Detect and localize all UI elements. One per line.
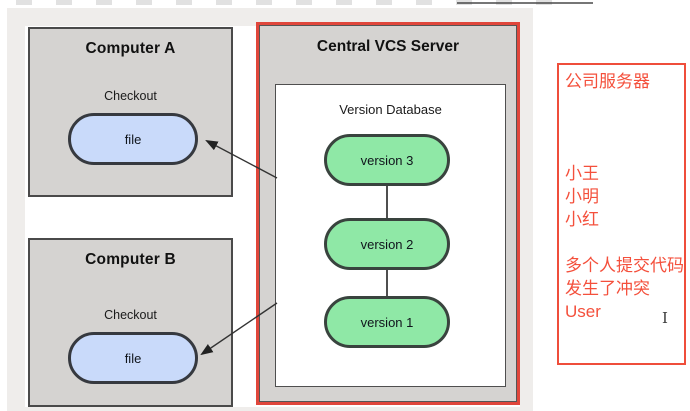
note-line — [565, 139, 684, 162]
version-1-node: version 1 — [324, 296, 450, 348]
computer-a-box: Computer A Checkout file — [28, 27, 233, 197]
version-2-node: version 2 — [324, 218, 450, 270]
central-vcs-server-box: Central VCS Server Version Database vers… — [256, 22, 520, 405]
connector-v2-v1 — [386, 270, 388, 296]
note-line: 小王 — [565, 164, 599, 183]
computer-a-title: Computer A — [85, 40, 176, 57]
connector-v3-v2 — [386, 186, 388, 218]
version-database-title: Version Database — [339, 102, 442, 117]
note-line — [565, 231, 684, 254]
central-vcs-server-title: Central VCS Server — [316, 38, 460, 55]
note-line: 小明 — [565, 187, 599, 206]
annotation-note-box[interactable]: 公司服务器 小王 小明 小红 多个人提交代码 发生了冲突 User I — [557, 63, 686, 365]
version-database-box: Version Database version 3 version 2 ver… — [275, 84, 506, 387]
note-line: 小红 — [565, 210, 599, 229]
clipped-underline-remnant — [457, 2, 593, 4]
computer-a-checkout-label: Checkout — [104, 89, 157, 103]
computer-b-file-node: file — [68, 332, 198, 384]
computer-b-file-label: file — [124, 350, 142, 366]
version-2-label: version 2 — [360, 236, 414, 252]
version-3-node: version 3 — [324, 134, 450, 186]
note-line: 公司服务器 — [565, 72, 650, 91]
note-line: 多个人提交代码 — [565, 256, 684, 275]
note-line: User — [565, 302, 601, 321]
note-line — [565, 93, 684, 116]
computer-b-title: Computer B — [85, 251, 176, 268]
computer-b-box: Computer B Checkout file — [28, 238, 233, 407]
computer-b-checkout-label: Checkout — [104, 308, 157, 322]
computer-a-file-node: file — [68, 113, 198, 165]
version-3-label: version 3 — [360, 152, 414, 168]
note-line: 发生了冲突 — [565, 279, 650, 298]
clipped-text-remnant — [16, 0, 576, 5]
computer-a-file-label: file — [124, 131, 142, 147]
version-1-label: version 1 — [360, 314, 414, 330]
note-line — [565, 116, 684, 139]
text-cursor-icon: I — [662, 309, 668, 327]
